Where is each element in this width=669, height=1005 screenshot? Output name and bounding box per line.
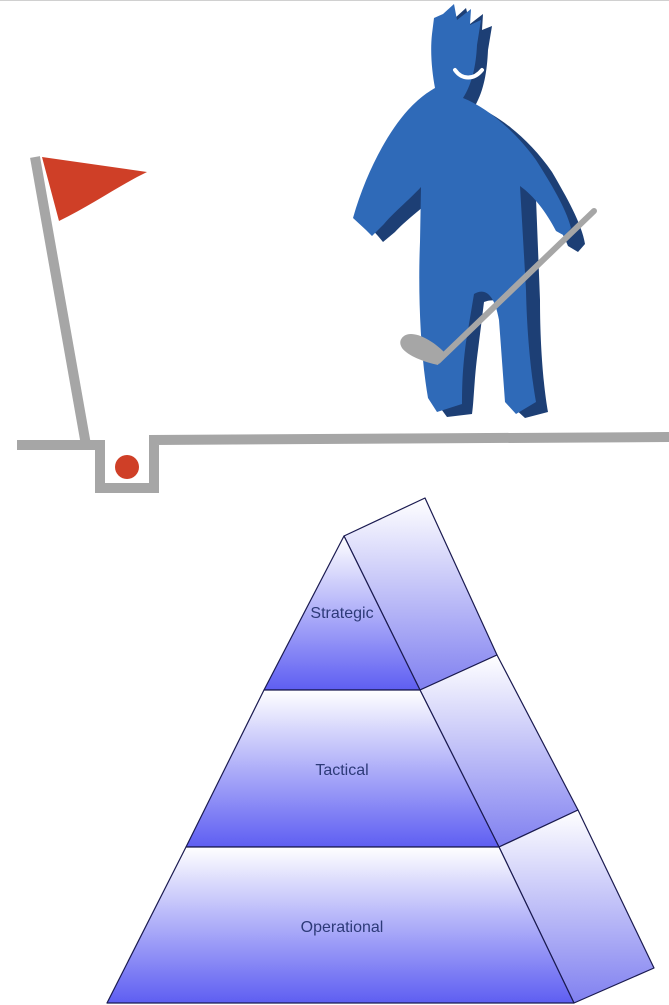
flag bbox=[42, 157, 147, 221]
level-label-strategic: Strategic bbox=[310, 605, 373, 622]
level-label-tactical: Tactical bbox=[315, 762, 368, 779]
ground-line bbox=[17, 437, 669, 488]
level-label-operational: Operational bbox=[301, 919, 384, 936]
golf-ball bbox=[115, 455, 139, 479]
golf-illustration bbox=[17, 4, 669, 488]
